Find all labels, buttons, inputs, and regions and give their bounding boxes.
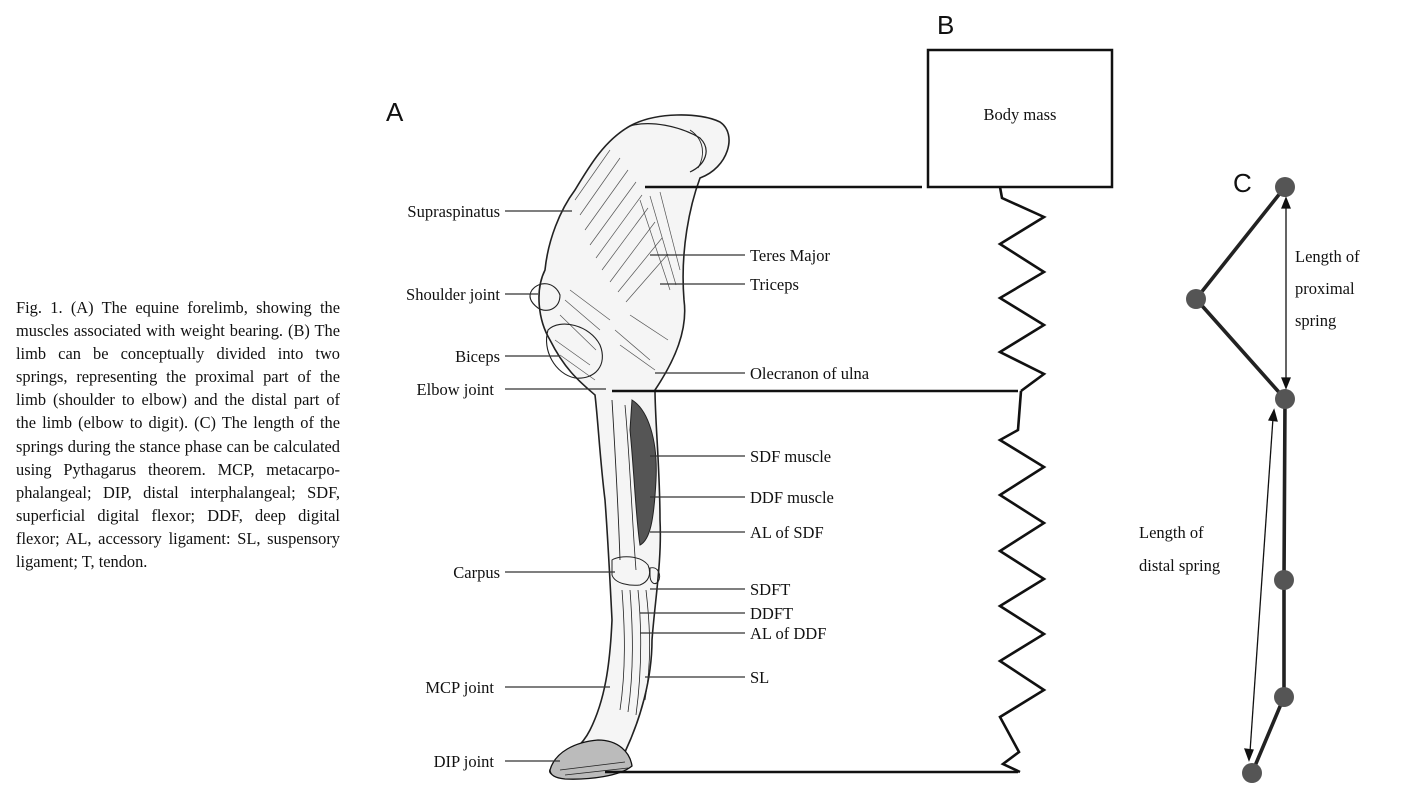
label-triceps: Triceps [750,275,799,294]
proximal-label-line1: Length of [1295,247,1360,266]
label-sl: SL [750,668,769,687]
proximal-label-line3: spring [1295,311,1336,330]
label-mcp-joint: MCP joint [425,678,494,697]
joint-node-hoof [1242,763,1262,783]
joint-node-elbow [1275,389,1295,409]
joint-node-shoulder [1186,289,1206,309]
label-olecranon: Olecranon of ulna [750,364,870,383]
panel-label-a: A [386,97,404,127]
joint-node-carpus [1274,570,1294,590]
label-al-ddf: AL of DDF [750,624,826,643]
proximal-length-arrow [1282,198,1290,388]
panel-label-c: C [1233,168,1252,198]
distal-label-line1: Length of [1139,523,1204,542]
label-dip-joint: DIP joint [434,752,495,771]
distal-label-line2: distal spring [1139,556,1220,575]
label-biceps: Biceps [455,347,500,366]
label-sdf-muscle: SDF muscle [750,447,831,466]
label-supraspinatus: Supraspinatus [407,202,500,221]
label-sdft: SDFT [750,580,790,599]
label-shoulder-joint: Shoulder joint [406,285,500,304]
label-ddft: DDFT [750,604,793,623]
distal-length-arrow [1245,410,1277,760]
panel-label-b: B [937,10,954,40]
proximal-spring [1000,187,1044,391]
distal-spring [1000,391,1044,772]
label-carpus: Carpus [453,563,500,582]
label-al-sdf: AL of SDF [750,523,824,542]
joint-node-fetlock [1274,687,1294,707]
label-body-mass: Body mass [984,105,1057,124]
limb-illustration [530,115,729,779]
label-ddf-muscle: DDF muscle [750,488,834,507]
joint-node-top [1275,177,1295,197]
label-elbow-joint: Elbow joint [417,380,495,399]
label-teres-major: Teres Major [750,246,830,265]
joint-diagram [1186,177,1295,783]
proximal-label-line2: proximal [1295,279,1355,298]
